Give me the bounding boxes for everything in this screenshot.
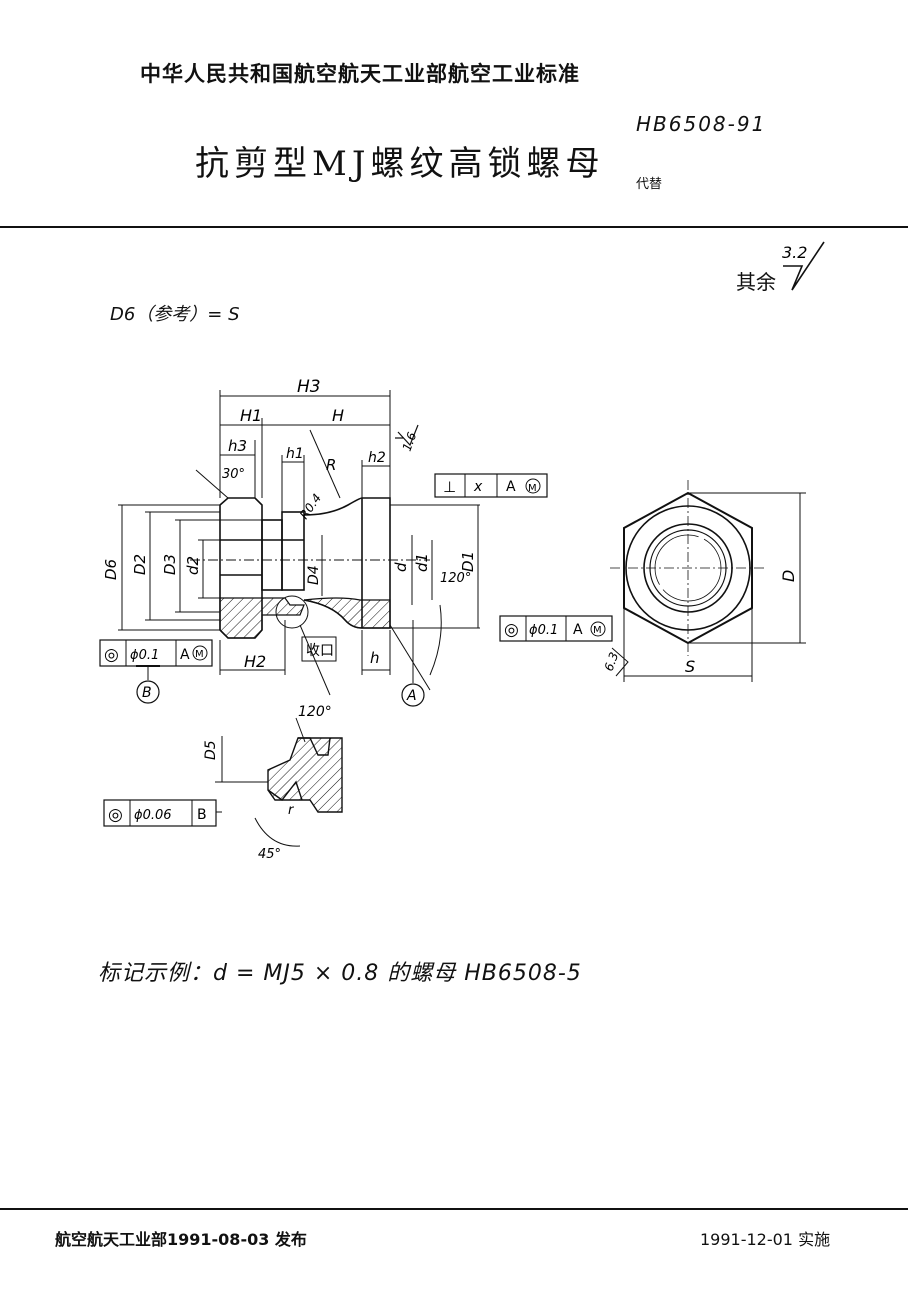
tolerance-frame-perpendicularity: ⊥ x A M: [434, 473, 548, 498]
dim-d: d: [392, 562, 410, 572]
detail-circle: [275, 595, 309, 629]
dim-S: S: [685, 657, 695, 676]
dim-D4: D4: [306, 565, 322, 585]
svg-text:M: M: [593, 625, 602, 636]
surface-finish-value: 3.2: [782, 243, 807, 262]
dim-H2: H2: [244, 652, 266, 671]
shoukou-label: 收口: [306, 643, 334, 659]
shoukou-leader: [299, 624, 331, 696]
svg-text:A: A: [406, 688, 417, 704]
dim-D2: D2: [131, 554, 149, 575]
marking-example: 标记示例：d = MJ5 × 0.8 的螺母 HB6508-5: [98, 961, 582, 986]
shoukou-box: [301, 636, 337, 662]
issuing-organization: 中华人民共和国航空航天工业部航空工业标准: [140, 62, 580, 86]
dim-h2: h2: [368, 450, 386, 466]
dim-d2: d2: [184, 556, 202, 575]
surface-finish-symbol: 3.2: [782, 241, 825, 291]
angle-120: 120°: [440, 571, 471, 586]
perpendicularity-icon: ⊥: [443, 478, 456, 496]
tolerance-frame-concentricity-detail: ◎ ϕ0.06 B: [103, 799, 217, 827]
dim-r: r: [288, 803, 295, 818]
dim-d1: d1: [413, 553, 431, 572]
detail-angle-120: 120°: [298, 704, 332, 720]
svg-text:M: M: [195, 649, 204, 660]
svg-text:ϕ0.06: ϕ0.06: [134, 808, 172, 823]
dim-R: R: [326, 456, 336, 474]
svg-text:B: B: [197, 807, 207, 823]
svg-text:M: M: [528, 483, 537, 494]
dim-R04: R0.4: [297, 491, 324, 521]
dimension-lines: [121, 395, 479, 691]
replaces-label: 代替: [636, 177, 663, 192]
svg-text:B: B: [142, 685, 152, 701]
dim-h3: h3: [228, 437, 247, 455]
extension-lines: [118, 390, 480, 675]
dim-h1: h1: [286, 446, 304, 462]
d6-reference-note: D6（参考）= S: [110, 304, 240, 325]
dim-D1: D1: [459, 551, 477, 572]
dim-D: D: [779, 570, 798, 582]
datum-B-marker: B: [136, 665, 160, 704]
svg-text:A: A: [180, 647, 190, 663]
datum-A-marker: A: [401, 620, 425, 707]
angle-45: 45°: [258, 847, 281, 862]
concentricity-icon: ◎: [104, 645, 119, 665]
dim-H1: H1: [240, 406, 262, 425]
dim-H3: H3: [297, 377, 321, 397]
standard-title: 抗剪型MJ螺纹高锁螺母: [195, 144, 605, 184]
concentricity-icon: ◎: [108, 805, 123, 825]
hex-end-view: [610, 480, 806, 682]
dim-D5: D5: [203, 740, 219, 760]
dim-H: H: [332, 406, 344, 425]
footer-rule: [0, 1208, 908, 1210]
svg-text:ϕ0.1: ϕ0.1: [529, 623, 558, 638]
technical-drawing: H3 H1 H h3 h1 h2 R R0.4 30° 1.6 D6 D2 D3…: [99, 377, 806, 862]
dim-D6: D6: [102, 559, 120, 580]
issued-date: 航空航天工业部1991-08-03 发布: [55, 1230, 307, 1249]
detail-view: [215, 717, 343, 847]
svg-text:1.6: 1.6: [400, 430, 420, 453]
standard-number: HB6508-91: [636, 112, 767, 136]
angle-30: 30°: [222, 467, 245, 482]
concentricity-icon: ◎: [504, 620, 519, 640]
dim-h: h: [370, 649, 380, 667]
surface-finish-prefix: 其余: [736, 270, 776, 294]
svg-text:ϕ0.1: ϕ0.1: [130, 648, 159, 663]
section-hatch-left: [219, 597, 305, 639]
svg-text:A: A: [506, 479, 516, 495]
header-rule: [0, 226, 908, 228]
implementation-date: 1991-12-01 实施: [700, 1230, 831, 1249]
surface-finish-63: 6.3: [602, 650, 622, 673]
tolerance-frame-concentricity-left: ◎ ϕ0.1 A M: [99, 639, 213, 667]
svg-text:A: A: [573, 622, 583, 638]
surface-finish-16-symbol: 1.6: [395, 424, 420, 453]
dim-D3: D3: [161, 554, 179, 575]
svg-text:x: x: [473, 479, 483, 495]
tolerance-frame-concentricity-right: ◎ ϕ0.1 A M: [499, 615, 613, 642]
section-hatch-right: [303, 597, 391, 629]
